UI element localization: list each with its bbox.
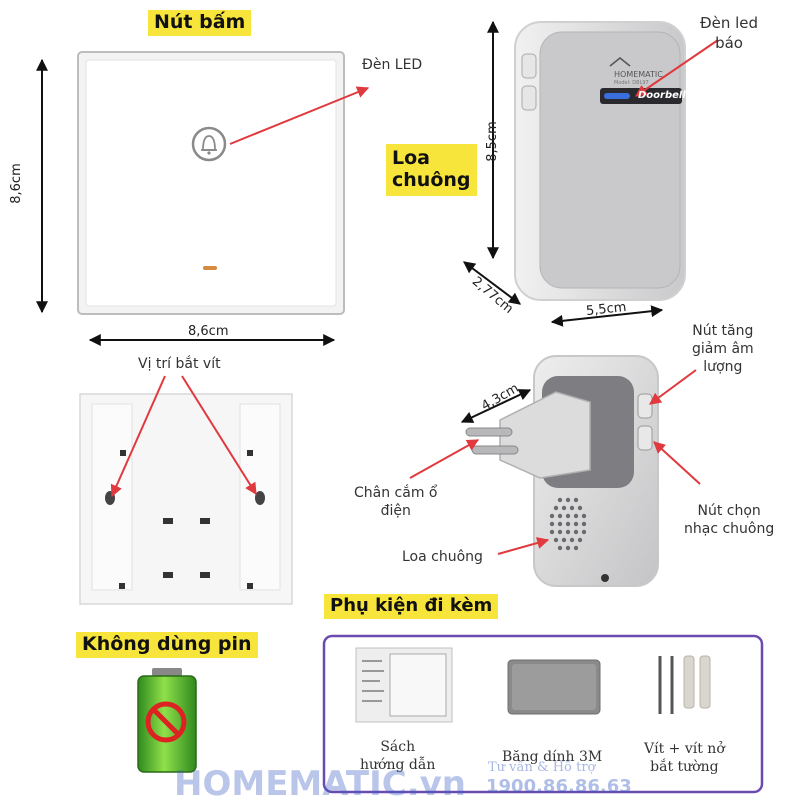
- accessory-screws-label: Vít + vít nở bắt tường: [644, 741, 725, 776]
- accessory-tape-label: Băng dính 3M: [502, 749, 603, 765]
- heading-button: Nút bấm: [148, 10, 252, 36]
- dim-receiver-height: 8,5cm: [484, 121, 500, 162]
- receiver-front: [514, 21, 686, 301]
- label-screw-position: Vị trí bắt vít: [138, 356, 221, 372]
- product-print-model: Model: DBL97: [614, 80, 649, 86]
- label-led-indicator: Đèn led báo: [700, 14, 759, 52]
- watermark-brand: HOMEMATIC.vn: [174, 764, 467, 800]
- button-led: [203, 266, 217, 270]
- accessories-frame: [322, 634, 764, 794]
- heading-accessories: Phụ kiện đi kèm: [324, 594, 499, 619]
- watermark-phone: 1900.86.86.63: [486, 776, 632, 797]
- product-print-brand: HOMEMATIC: [614, 70, 663, 79]
- tape-image: [507, 659, 601, 715]
- dim-button-height: 8,6cm: [8, 163, 24, 204]
- watermark-support: Tư vấn & Hỗ trợ: [488, 760, 596, 775]
- product-print-badge: Doorbell: [638, 90, 686, 101]
- accessory-manual-label: Sách hướng dẫn: [360, 739, 436, 774]
- label-speaker-grill: Loa chuông: [402, 549, 483, 565]
- wall-button-front: [77, 51, 345, 315]
- heading-speaker: Loa chuông: [386, 144, 477, 196]
- label-led: Đèn LED: [362, 57, 423, 73]
- dim-button-width: 8,6cm: [188, 324, 229, 339]
- heading-no-battery: Không dùng pin: [76, 632, 258, 658]
- wall-button-back: [79, 393, 293, 605]
- speaker-grill: [549, 497, 587, 551]
- label-plug: Chân cắm ổ điện: [354, 485, 438, 520]
- battery-icon: [137, 668, 197, 773]
- screws-image: [658, 655, 711, 714]
- bell-icon: [191, 126, 227, 162]
- label-ringtone-button: Nút chọn nhạc chuông: [684, 503, 775, 538]
- label-volume-button: Nút tăng giảm âm lượng: [692, 323, 754, 376]
- manual-image: [355, 647, 453, 723]
